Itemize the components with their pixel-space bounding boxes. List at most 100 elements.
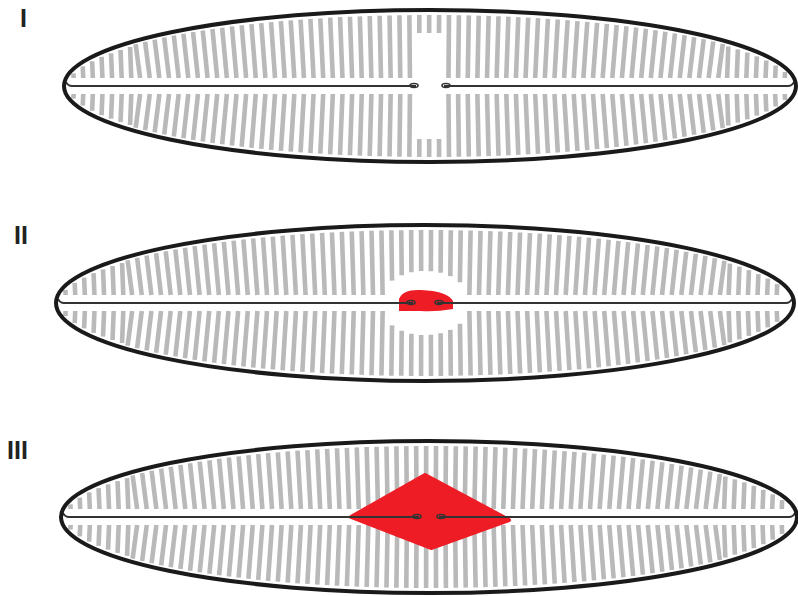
- stria: [330, 94, 333, 154]
- stria: [372, 311, 373, 375]
- stria: [518, 311, 521, 374]
- stria: [546, 311, 549, 372]
- stria: [111, 53, 112, 78]
- stria: [111, 94, 112, 119]
- stria: [419, 335, 424, 376]
- valve-outline: [64, 10, 796, 162]
- stria: [209, 460, 214, 509]
- stria: [660, 94, 665, 140]
- stria: [340, 17, 342, 78]
- stria: [310, 94, 313, 153]
- stria: [161, 525, 166, 565]
- stria: [696, 469, 701, 509]
- stria: [706, 472, 711, 509]
- stria: [754, 56, 760, 78]
- stria: [672, 250, 677, 295]
- stria: [63, 311, 68, 316]
- stria: [489, 311, 491, 375]
- stria: [258, 454, 262, 509]
- stria: [765, 311, 770, 327]
- stria: [691, 311, 696, 352]
- stria: [651, 94, 656, 142]
- stria: [438, 333, 443, 376]
- stria: [320, 18, 323, 78]
- stria: [590, 454, 594, 509]
- stria: [108, 525, 109, 550]
- stria: [224, 311, 229, 364]
- stria: [370, 94, 372, 156]
- stria: [372, 231, 373, 295]
- stria: [82, 311, 87, 328]
- stria: [77, 525, 82, 536]
- stria: [484, 525, 486, 587]
- stria: [614, 241, 619, 295]
- stria: [185, 248, 190, 295]
- stria: [386, 525, 387, 588]
- stria: [724, 525, 725, 557]
- stria: [185, 311, 190, 358]
- panel-label: II: [14, 223, 28, 248]
- stria: [532, 525, 535, 585]
- raphe: [63, 513, 795, 519]
- stria: [681, 311, 686, 354]
- stria: [417, 15, 422, 33]
- stria: [390, 15, 391, 78]
- stria: [585, 311, 589, 368]
- stria: [593, 94, 597, 149]
- stria: [487, 94, 489, 156]
- stria: [718, 44, 723, 78]
- stria: [724, 477, 725, 509]
- stria: [773, 94, 778, 106]
- stria: [87, 492, 92, 509]
- stria: [479, 231, 481, 295]
- stria: [121, 50, 122, 78]
- stria: [782, 72, 787, 78]
- stria: [532, 449, 535, 509]
- stria: [362, 311, 364, 375]
- stria: [619, 457, 624, 509]
- stria: [774, 311, 779, 322]
- stria: [214, 243, 219, 295]
- stria: [352, 231, 354, 295]
- stria: [600, 525, 604, 579]
- stria: [670, 33, 675, 78]
- stria: [248, 455, 252, 509]
- stria: [545, 19, 548, 78]
- stria: [399, 331, 404, 376]
- stria: [203, 31, 208, 78]
- stria: [648, 525, 653, 573]
- stria: [774, 284, 779, 295]
- stria: [632, 27, 637, 78]
- stria: [715, 474, 720, 509]
- stria: [545, 94, 548, 153]
- stria: [629, 458, 634, 509]
- stria: [691, 254, 696, 295]
- stria: [746, 94, 747, 119]
- valve-outline: [56, 225, 794, 381]
- stria: [527, 233, 530, 295]
- stria: [397, 15, 402, 78]
- stria: [487, 16, 489, 78]
- stria: [437, 15, 442, 33]
- stria: [113, 311, 114, 340]
- stria: [734, 479, 735, 509]
- stria: [469, 231, 470, 295]
- stria: [456, 15, 461, 78]
- stria: [729, 264, 730, 295]
- stria: [409, 230, 414, 272]
- stria: [614, 311, 619, 365]
- stria: [638, 459, 643, 509]
- stria: [291, 94, 295, 152]
- stria: [542, 525, 545, 584]
- stria: [556, 311, 560, 371]
- stria: [137, 311, 142, 348]
- stria: [128, 260, 133, 295]
- stria: [497, 94, 499, 156]
- stria: [152, 525, 157, 563]
- stria: [147, 311, 152, 351]
- stria: [701, 311, 706, 350]
- stria: [508, 311, 510, 374]
- stria: [332, 311, 335, 374]
- stria: [535, 94, 538, 154]
- stria: [709, 94, 714, 131]
